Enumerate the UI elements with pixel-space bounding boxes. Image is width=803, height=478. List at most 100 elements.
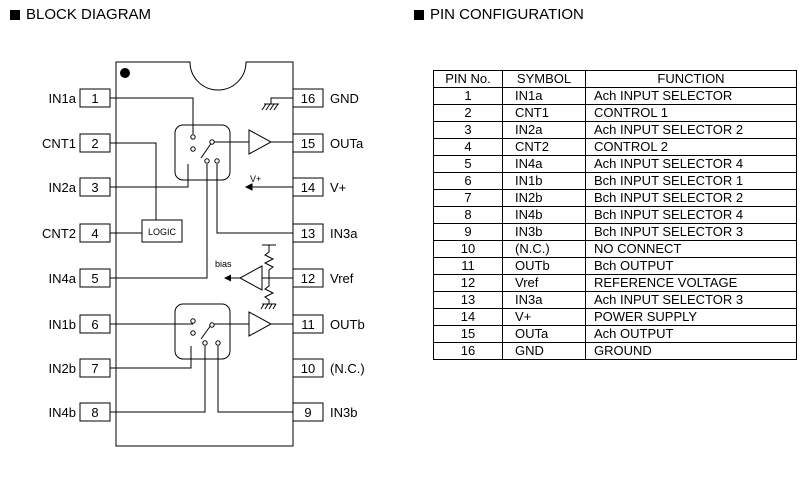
- wire-in3b: [217, 346, 293, 413]
- wire-in1a: [110, 97, 194, 134]
- pin-number-13: 13: [301, 226, 315, 241]
- wire-in3a: [216, 164, 293, 234]
- switch-b-contact-2: [190, 330, 196, 336]
- pin-number-9: 9: [304, 405, 311, 420]
- header-function: FUNCTION: [585, 70, 797, 88]
- function-cell: Bch INPUT SELECTOR 4: [585, 206, 797, 224]
- pin-no-cell: 2: [433, 104, 503, 122]
- symbol-cell: IN2b: [502, 189, 586, 207]
- pin-number-8: 8: [91, 405, 98, 420]
- bullet-square-icon: [414, 9, 424, 20]
- pin-number-16: 16: [301, 91, 315, 106]
- header-symbol: SYMBOL: [502, 70, 586, 88]
- pin-label-2: CNT1: [42, 136, 76, 151]
- pin-number-6: 6: [91, 317, 98, 332]
- bias-label: bias: [215, 259, 232, 269]
- symbol-cell: IN3b: [502, 223, 586, 241]
- pin-number-14: 14: [301, 180, 315, 195]
- pin-number-4: 4: [91, 226, 98, 241]
- pin-no-cell: 11: [433, 257, 503, 275]
- pin1-index-dot: [120, 68, 130, 78]
- symbol-cell: OUTa: [502, 325, 586, 343]
- ground-symbol: [261, 97, 293, 111]
- symbol-cell: GND: [502, 342, 586, 360]
- symbol-cell: V+: [502, 308, 586, 326]
- switch-a-contact-1: [190, 134, 196, 140]
- selector-switch-b: [174, 303, 231, 360]
- function-cell: NO CONNECT: [585, 240, 797, 258]
- pin-label-4: CNT2: [42, 226, 76, 241]
- symbol-cell: IN1b: [502, 172, 586, 190]
- pin-no-cell: 9: [433, 223, 503, 241]
- logic-block: [141, 219, 183, 243]
- bias-buffer: [238, 265, 263, 291]
- symbol-cell: IN1a: [502, 87, 586, 105]
- pin-number-1: 1: [91, 91, 98, 106]
- opamp-buffer-b: [248, 311, 273, 337]
- pin-number-11: 11: [301, 317, 315, 332]
- pin-label-16: GND: [330, 91, 359, 106]
- function-cell: Bch INPUT SELECTOR 3: [585, 223, 797, 241]
- pin-label-8: IN4b: [49, 405, 76, 420]
- symbol-cell: CNT1: [502, 104, 586, 122]
- pin-label-9: IN3b: [330, 405, 357, 420]
- pin-no-cell: 14: [433, 308, 503, 326]
- pin-label-5: IN4a: [49, 271, 77, 286]
- pin-number-5: 5: [91, 271, 98, 286]
- switch-a-contact-2: [190, 146, 196, 152]
- switch-a-common: [209, 139, 215, 145]
- wire-in4a: [110, 164, 208, 279]
- header-pin-no: PIN No.: [433, 70, 503, 88]
- wire-in2a: [110, 164, 189, 188]
- pin-label-11: OUTb: [330, 317, 365, 332]
- pin-label-15: OUTa: [330, 136, 364, 151]
- pin-number-2: 2: [91, 136, 98, 151]
- logic-label: LOGIC: [148, 227, 177, 237]
- function-cell: Ach OUTPUT: [585, 325, 797, 343]
- function-cell: POWER SUPPLY: [585, 308, 797, 326]
- switch-b-arm: [200, 324, 212, 340]
- ic-package-outline: [115, 61, 294, 447]
- pin-label-3: IN2a: [49, 180, 77, 195]
- function-cell: Bch INPUT SELECTOR 2: [585, 189, 797, 207]
- wire-cnt1: [110, 142, 157, 220]
- selector-switch-a: [174, 124, 231, 181]
- pin-no-cell: 15: [433, 325, 503, 343]
- pin-label-10: (N.C.): [330, 361, 365, 376]
- vplus-label: V+: [250, 174, 261, 184]
- function-cell: Ach INPUT SELECTOR 2: [585, 121, 797, 139]
- function-cell: CONTROL 2: [585, 138, 797, 156]
- pin-number-12: 12: [301, 271, 315, 286]
- function-cell: Bch INPUT SELECTOR 1: [585, 172, 797, 190]
- pin-no-cell: 12: [433, 274, 503, 292]
- pin-no-cell: 5: [433, 155, 503, 173]
- switch-b-contact-4: [215, 340, 221, 346]
- pin-number-15: 15: [301, 136, 315, 151]
- pin-no-cell: 10: [433, 240, 503, 258]
- opamp-buffer-a: [248, 129, 273, 155]
- switch-b-contact-1: [190, 318, 196, 324]
- wire-in4b: [110, 346, 206, 413]
- function-cell: Ach INPUT SELECTOR 4: [585, 155, 797, 173]
- function-cell: REFERENCE VOLTAGE: [585, 274, 797, 292]
- symbol-cell: Vref: [502, 274, 586, 292]
- pin-number-7: 7: [91, 361, 98, 376]
- bullet-square-icon: [10, 9, 20, 20]
- vplus-arrow-icon: [244, 183, 253, 191]
- function-cell: Ach INPUT SELECTOR 3: [585, 291, 797, 309]
- pin-no-cell: 8: [433, 206, 503, 224]
- switch-a-contact-3: [204, 158, 210, 164]
- symbol-cell: IN2a: [502, 121, 586, 139]
- function-cell: Bch OUTPUT: [585, 257, 797, 275]
- pin-no-cell: 13: [433, 291, 503, 309]
